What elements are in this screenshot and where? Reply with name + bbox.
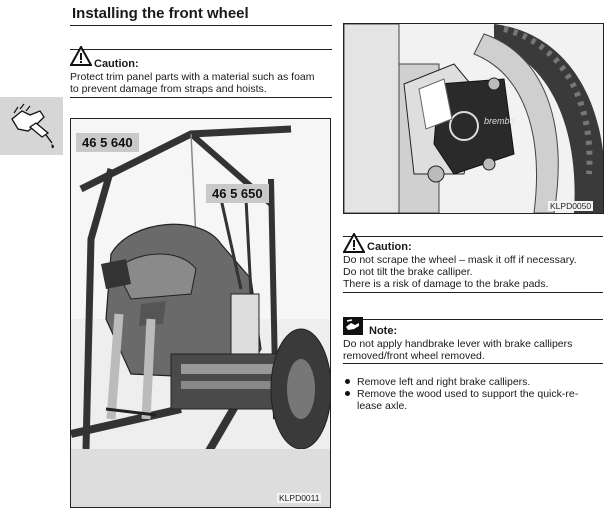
caution-heading: Caution:	[94, 58, 139, 70]
tool-number-label: 46 5 640	[76, 133, 139, 152]
note-bottom-rule	[343, 363, 603, 364]
lubricant-oil-icon	[0, 97, 63, 155]
warning-triangle-icon	[342, 231, 366, 253]
caution-top-rule	[70, 49, 332, 50]
hoist-photo	[70, 118, 331, 508]
svg-text:brembo: brembo	[484, 116, 515, 126]
brake-calliper-illustration: brembo	[344, 24, 603, 213]
caution-bottom-rule	[343, 292, 603, 293]
note-line: removed/front wheel removed.	[343, 350, 485, 362]
page-title: Installing the front wheel	[72, 5, 249, 22]
caution-heading: Caution:	[367, 241, 412, 253]
step-line: Remove left and right brake callipers.	[357, 376, 531, 388]
photo-caption: KLPD0050	[548, 201, 594, 211]
list-item: Remove the wood used to support the quic…	[345, 388, 607, 412]
note-hand-icon	[343, 317, 363, 335]
caution-bottom-rule	[70, 97, 332, 98]
caution-line: to prevent damage from straps and hoists…	[70, 83, 267, 95]
tool-number-label: 46 5 650	[206, 184, 269, 203]
brake-calliper-photo: brembo	[343, 23, 604, 214]
caution-text: Do not scrape the wheel – mask it off if…	[343, 254, 608, 290]
note-line: Do not apply handbrake lever with brake …	[343, 338, 573, 350]
caution-line: Do not scrape the wheel – mask it off if…	[343, 254, 577, 266]
caution-top-rule	[343, 236, 603, 237]
caution-line: Do not tilt the brake calliper.	[343, 266, 473, 278]
step-line: lease axle.	[357, 400, 408, 412]
list-item: Remove left and right brake callipers.	[345, 376, 607, 388]
note-text: Do not apply handbrake lever with brake …	[343, 338, 608, 362]
step-line: Remove the wood used to support the quic…	[357, 388, 579, 400]
warning-triangle-icon	[69, 44, 93, 66]
photo-caption: KLPD0011	[277, 493, 322, 503]
procedure-steps: Remove left and right brake callipers. R…	[345, 376, 607, 412]
note-top-rule	[343, 319, 603, 320]
caution-line: Protect trim panel parts with a material…	[70, 71, 315, 83]
title-rule	[70, 25, 332, 26]
caution-text: Protect trim panel parts with a material…	[70, 71, 340, 95]
note-heading: Note:	[369, 325, 398, 337]
caution-line: There is a risk of damage to the brake p…	[343, 278, 549, 290]
hoist-motorcycle-illustration	[71, 119, 330, 507]
